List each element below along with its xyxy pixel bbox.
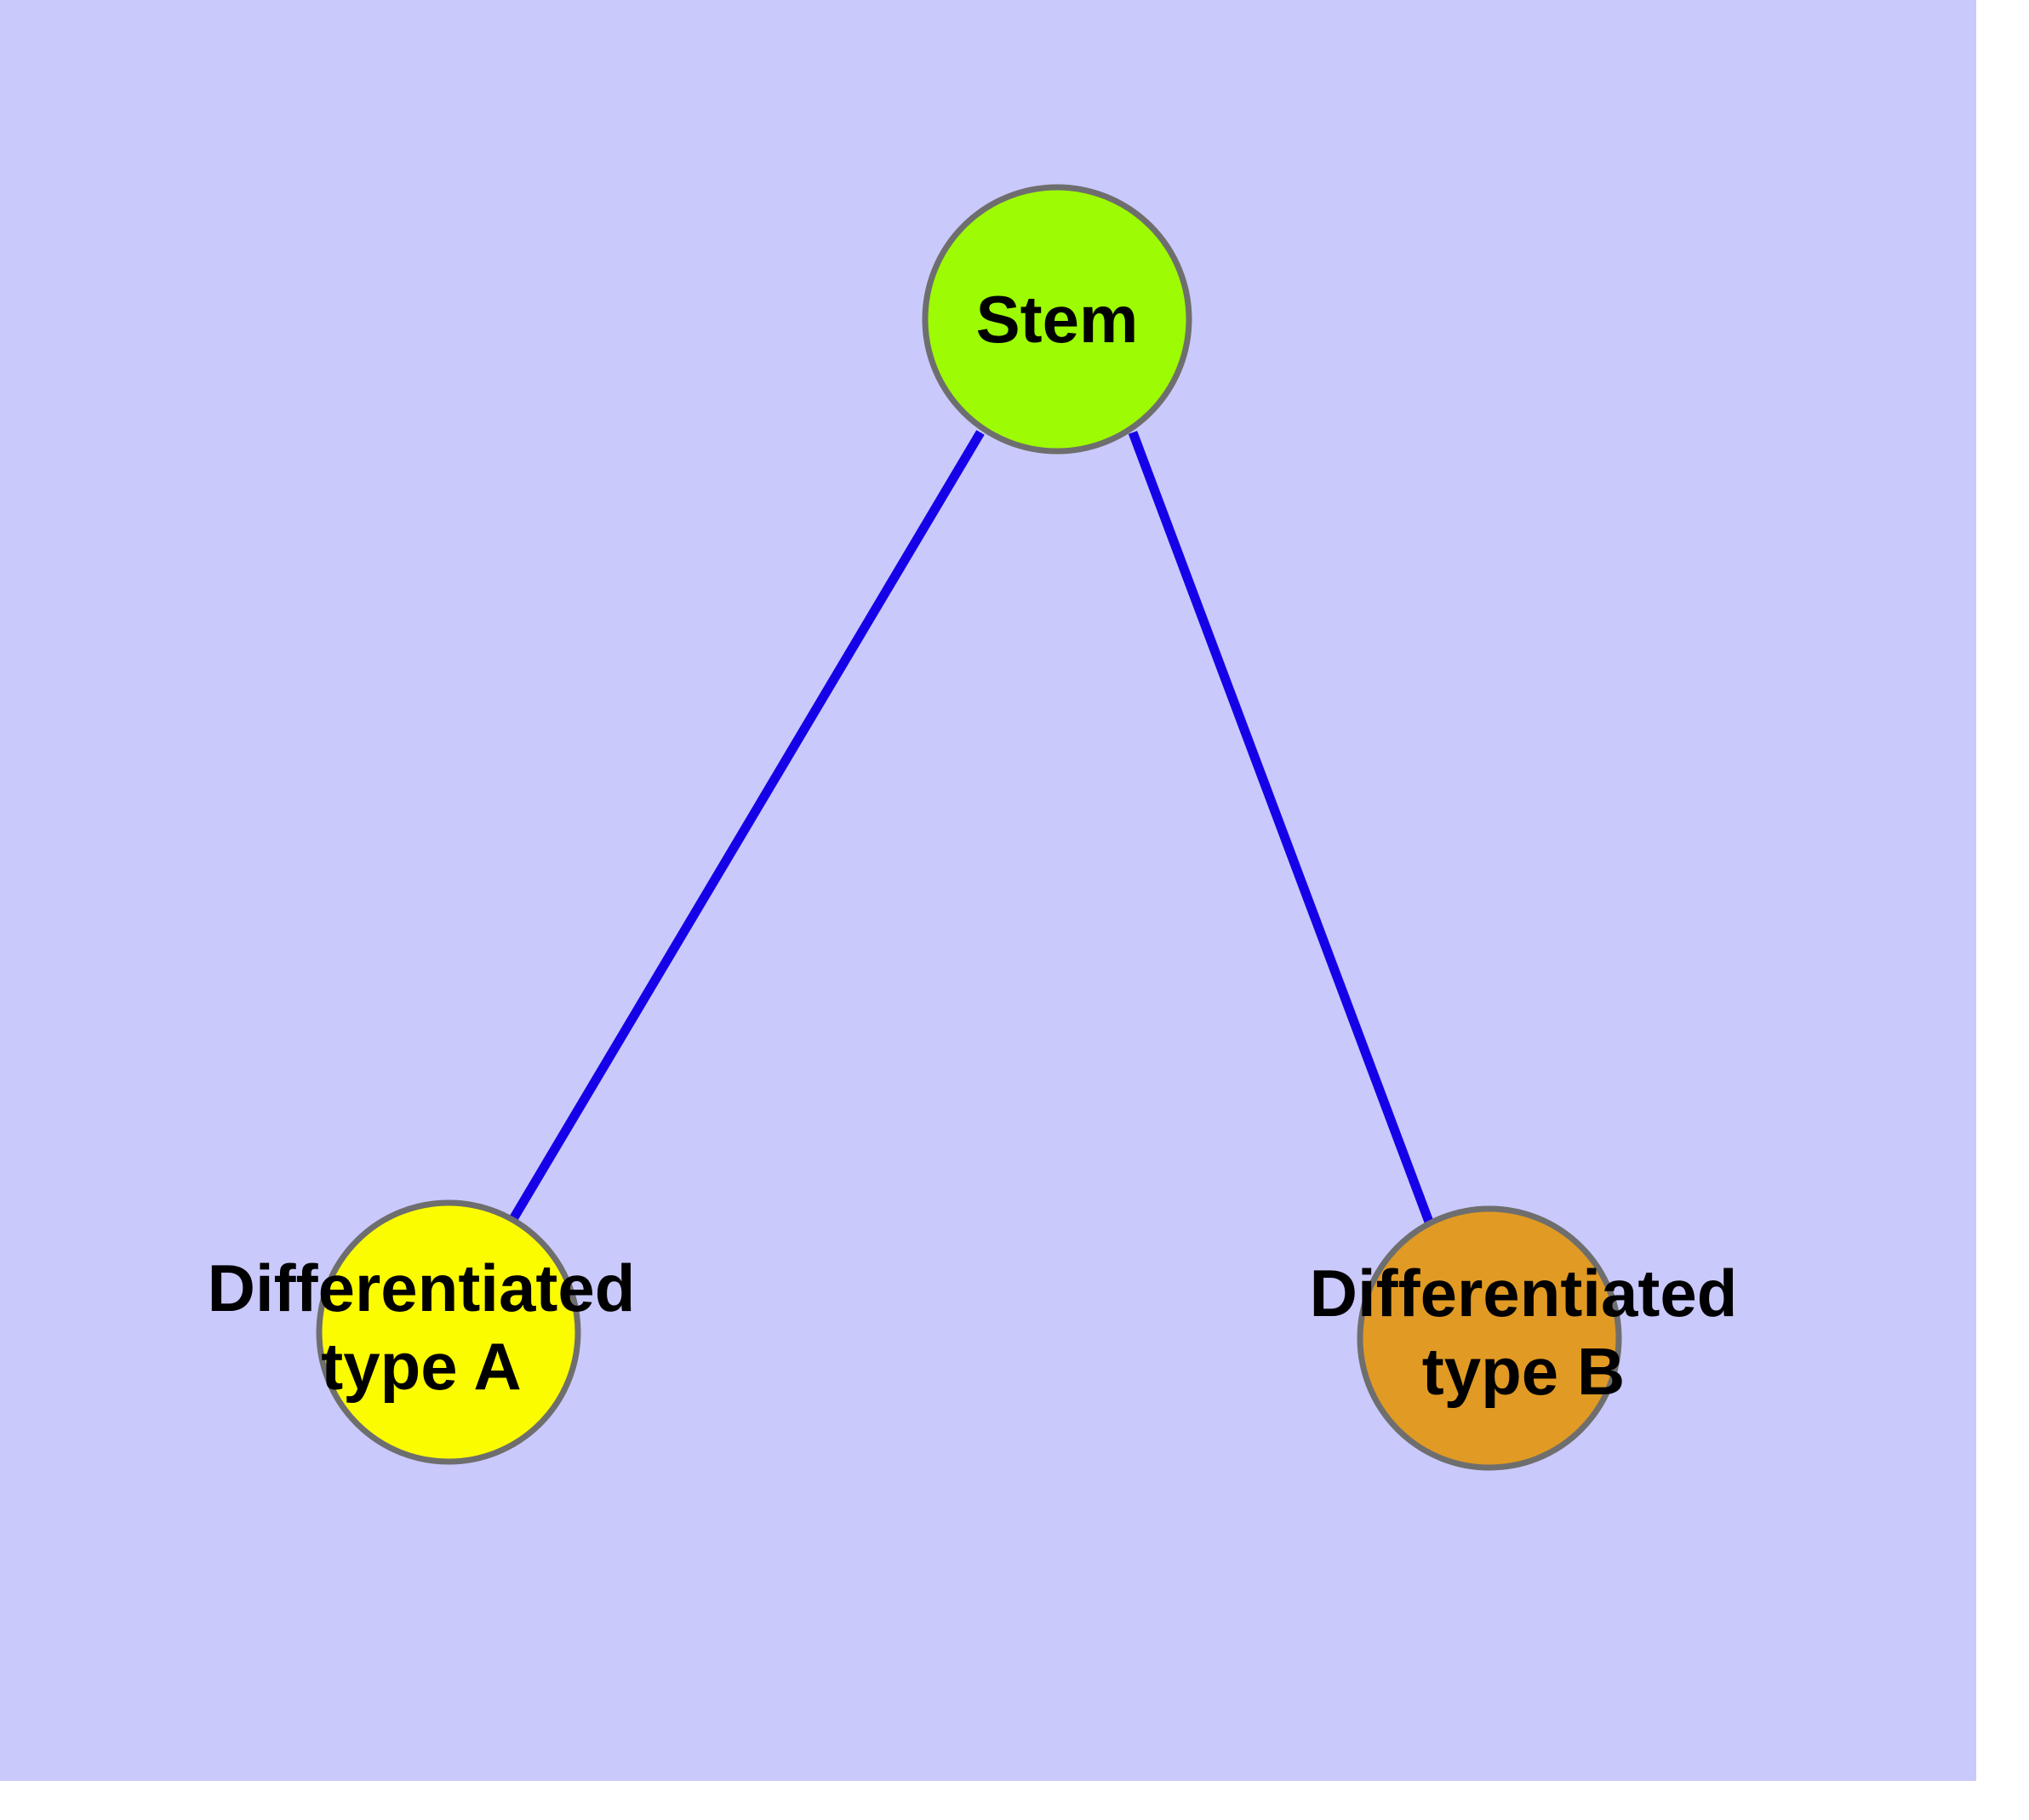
node-stem[interactable]: Stem [922, 184, 1192, 455]
node-stem-label: Stem [976, 282, 1139, 357]
node-label-line: Differentiated [1310, 1256, 1738, 1331]
edge-stem-to-diff-a[interactable] [509, 430, 985, 1222]
node-label-line: Stem [976, 282, 1139, 357]
node-stem-circle[interactable] [922, 184, 1192, 455]
node-diff-b-circle[interactable] [1357, 1205, 1622, 1471]
node-label-line: type B [1422, 1334, 1625, 1409]
edges-layer [509, 430, 1435, 1226]
node-label-line: type A [321, 1329, 522, 1404]
node-diff-a-circle[interactable] [316, 1199, 581, 1465]
edge-stem-to-diff-b[interactable] [1128, 431, 1435, 1226]
node-label-line: Differentiated [208, 1251, 636, 1325]
